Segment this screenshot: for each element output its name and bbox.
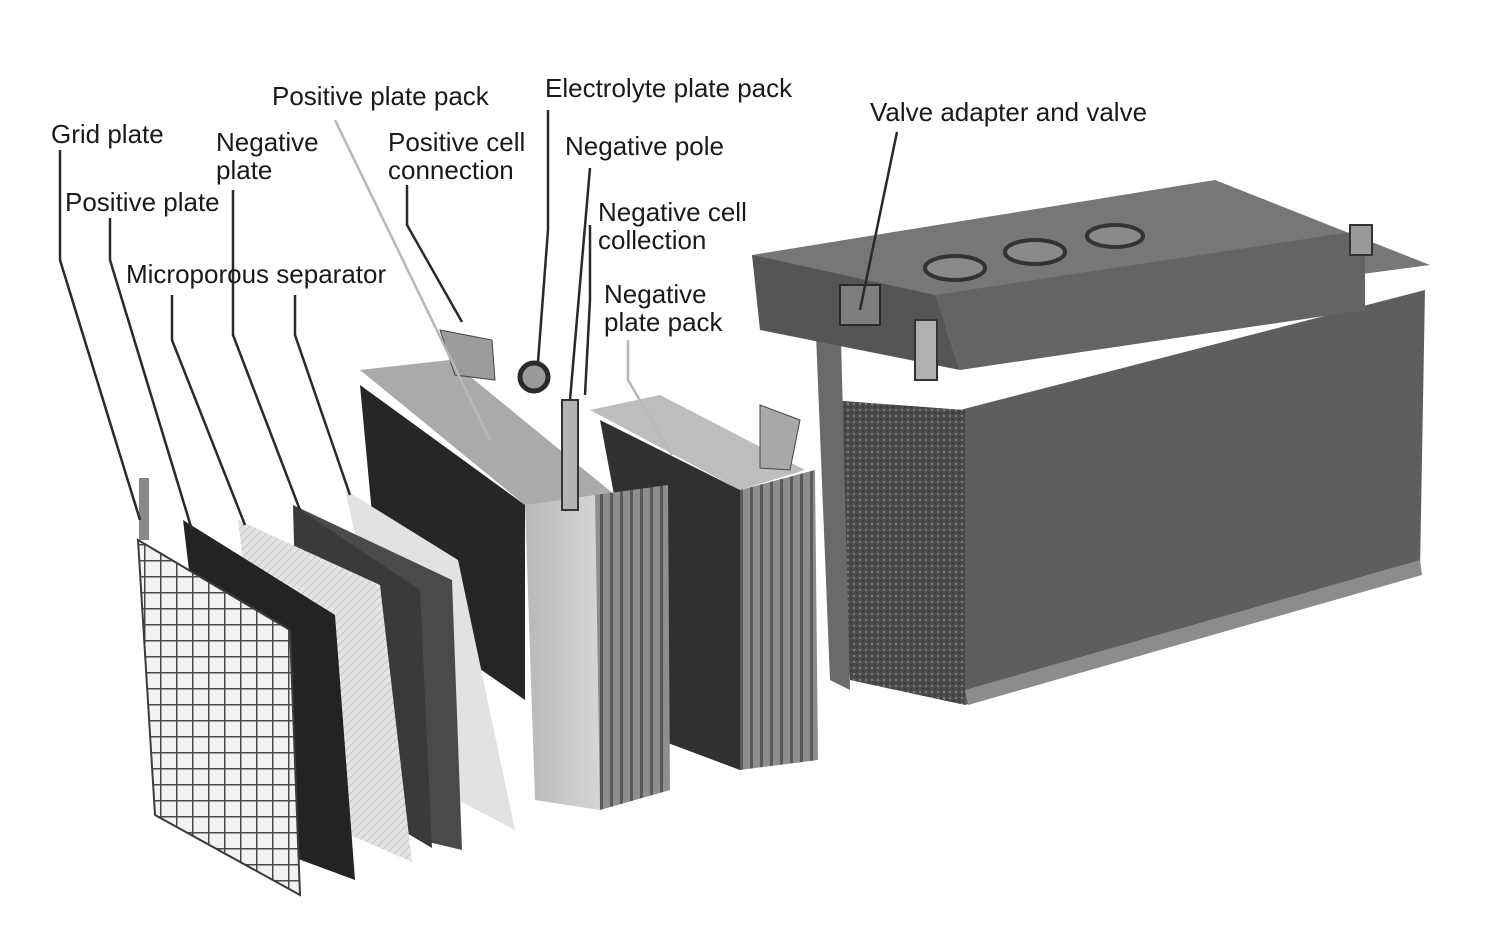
label-negative-cell-collection-line2: collection [598, 225, 707, 255]
cell-cap [1003, 238, 1067, 266]
label-positive-cell-connection-line1: Positive cell [388, 127, 526, 157]
case-base-rail [965, 560, 1422, 705]
leader-positive-plate [108, 218, 194, 531]
label-valve-adapter: Valve adapter and valve [870, 97, 1148, 127]
label-positive-plate: Positive plate [65, 187, 220, 217]
loose-plates [136, 478, 515, 897]
cell-cap [1085, 223, 1145, 249]
leader-electrolyte-plate-pack [536, 110, 550, 363]
leader-valve-adapter [858, 131, 899, 311]
case-left-frame [815, 300, 850, 690]
label-electrolyte-plate-pack: Electrolyte plate pack [545, 73, 793, 103]
case-lid-ridge [935, 230, 1365, 370]
label-negative-cell-collection-line1: Negative cell [598, 197, 747, 227]
leader-negative-pole [568, 167, 592, 401]
grid-plate-lug [139, 478, 149, 540]
case-left-wall [830, 400, 965, 705]
negative-pole-post [561, 399, 579, 511]
leader-negative-plate [231, 190, 302, 511]
leader-positive-plate-pack [333, 119, 492, 441]
neg-pack-front [740, 470, 818, 770]
leader-negative-plate-pack [626, 340, 674, 456]
leader-negative-cell-collection [583, 225, 592, 396]
label-positive-cell-connection-line2: connection [388, 155, 514, 185]
label-grid-plate: Grid plate [51, 119, 164, 149]
pos-pack-side-dark [360, 385, 525, 700]
label-negative-plate-pack-line1: Negative [604, 279, 707, 309]
label-negative-plate-pack-line2: plate pack [604, 307, 723, 337]
leader-positive-cell-connection [405, 185, 464, 323]
leader-grid-plate [58, 150, 142, 521]
label-microporous-separator: Microporous separator [126, 259, 387, 289]
neg-pack-top [590, 395, 805, 490]
leader-microporous-separator-2 [293, 295, 352, 496]
neg-pack-lug [759, 404, 801, 471]
label-positive-plate-pack: Positive plate pack [272, 81, 489, 111]
leader-microporous-separator [170, 295, 247, 526]
terminal-post [914, 319, 938, 381]
battery-case [752, 180, 1430, 705]
label-negative-plate-line1: Negative [216, 127, 319, 157]
cell-cap [923, 254, 987, 282]
pos-pack-front-fins [595, 485, 670, 810]
label-negative-plate-line2: plate [216, 155, 273, 185]
electrolyte-ring-icon [517, 360, 551, 394]
label-negative-pole: Negative pole [565, 131, 724, 161]
grid-plate-sheet [136, 538, 302, 897]
leader-lines [58, 110, 899, 531]
pos-pack-front-side [525, 495, 600, 810]
terminal-post [1349, 224, 1373, 256]
